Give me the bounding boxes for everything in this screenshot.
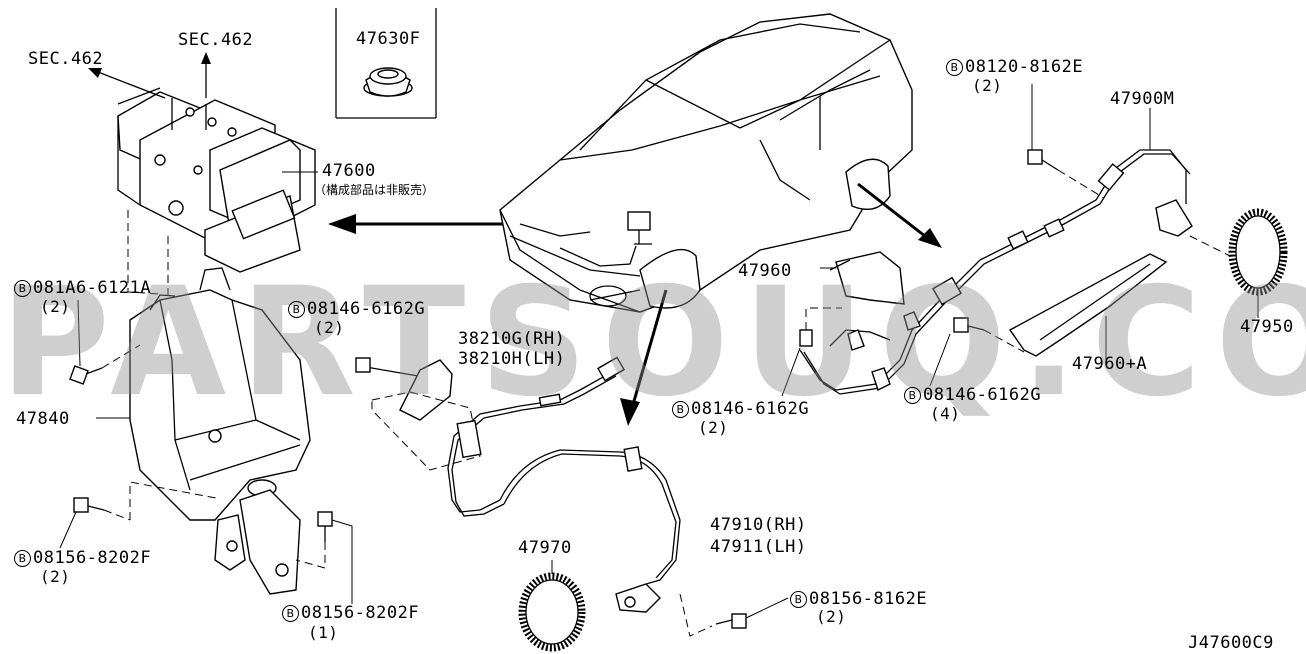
label-47950: 47950 [1240, 317, 1294, 337]
bolt-part-number: 08146-6162G [923, 385, 1042, 405]
qty-08156-8202f-left: (2) [40, 567, 71, 586]
bolt-b-marker: B [904, 387, 921, 404]
bolt-b-marker: B [288, 301, 305, 318]
qty-08146-6162g-center: (2) [314, 318, 345, 337]
car-arrows [620, 182, 942, 426]
qty-081a6: (2) [40, 297, 71, 316]
bolt-part-number: 08120-8162E [965, 57, 1084, 77]
front-harness [355, 356, 789, 637]
qty-08156-8162e: (2) [816, 607, 847, 626]
inset-box-47630f [335, 8, 437, 119]
bolt-part-number: 08156-8162E [809, 589, 928, 609]
label-47910: 47910(RH) [710, 515, 807, 535]
qty-08146-6162g-right: (4) [930, 404, 961, 423]
qty-08146-6162g-mid: (2) [698, 418, 729, 437]
bolt-part-number: 08146-6162G [691, 399, 810, 419]
label-47630f: 47630F [356, 29, 421, 49]
label-47600-note: （構成部品は非販売） [314, 183, 435, 197]
qty-08120-8162e: (2) [972, 76, 1003, 95]
bolt-b-marker: B [14, 280, 31, 297]
bracket-bolts [59, 210, 353, 604]
bracket-47960a [929, 253, 1168, 387]
qty-08156-8202f-bottom: (1) [308, 623, 339, 642]
label-38210g: 38210G(RH) [458, 329, 566, 349]
sensor-ring-47970 [518, 560, 586, 652]
bolt-part-number: 08156-8202F [33, 548, 152, 568]
sensor-ring-47950 [1228, 208, 1288, 318]
bolt-b-marker: B [14, 550, 31, 567]
bolt-b-marker: B [790, 591, 807, 608]
bolt-b-marker: B [946, 59, 963, 76]
bolt-part-number: 08156-8202F [301, 603, 420, 623]
bracket-47840 [129, 267, 311, 595]
label-38210h: 38210H(LH) [458, 349, 566, 369]
label-47900m: 47900M [1110, 89, 1175, 109]
sec462-arrows [88, 52, 211, 105]
label-47960: 47960 [738, 261, 792, 281]
bolt-part-number: 08146-6162G [307, 299, 426, 319]
label-47840: 47840 [16, 409, 70, 429]
label-47911: 47911(LH) [710, 537, 807, 557]
bolt-b-marker: B [282, 605, 299, 622]
label-47600: 47600 [322, 161, 376, 181]
bolt-part-number: 081A6-6121A [33, 278, 152, 298]
label-47960a: 47960+A [1072, 354, 1148, 374]
label-sec462-top: SEC.462 [178, 30, 254, 50]
diagram-code: J47600C9 [1188, 633, 1274, 653]
label-sec462-left: SEC.462 [28, 49, 104, 69]
label-47970: 47970 [518, 538, 572, 558]
rear-harness [781, 84, 1231, 397]
bolt-b-marker: B [672, 401, 689, 418]
car-body [499, 13, 913, 313]
watermark: PARTSOUQ.COM [0, 256, 1306, 430]
abs-actuator-47600 [117, 91, 316, 273]
